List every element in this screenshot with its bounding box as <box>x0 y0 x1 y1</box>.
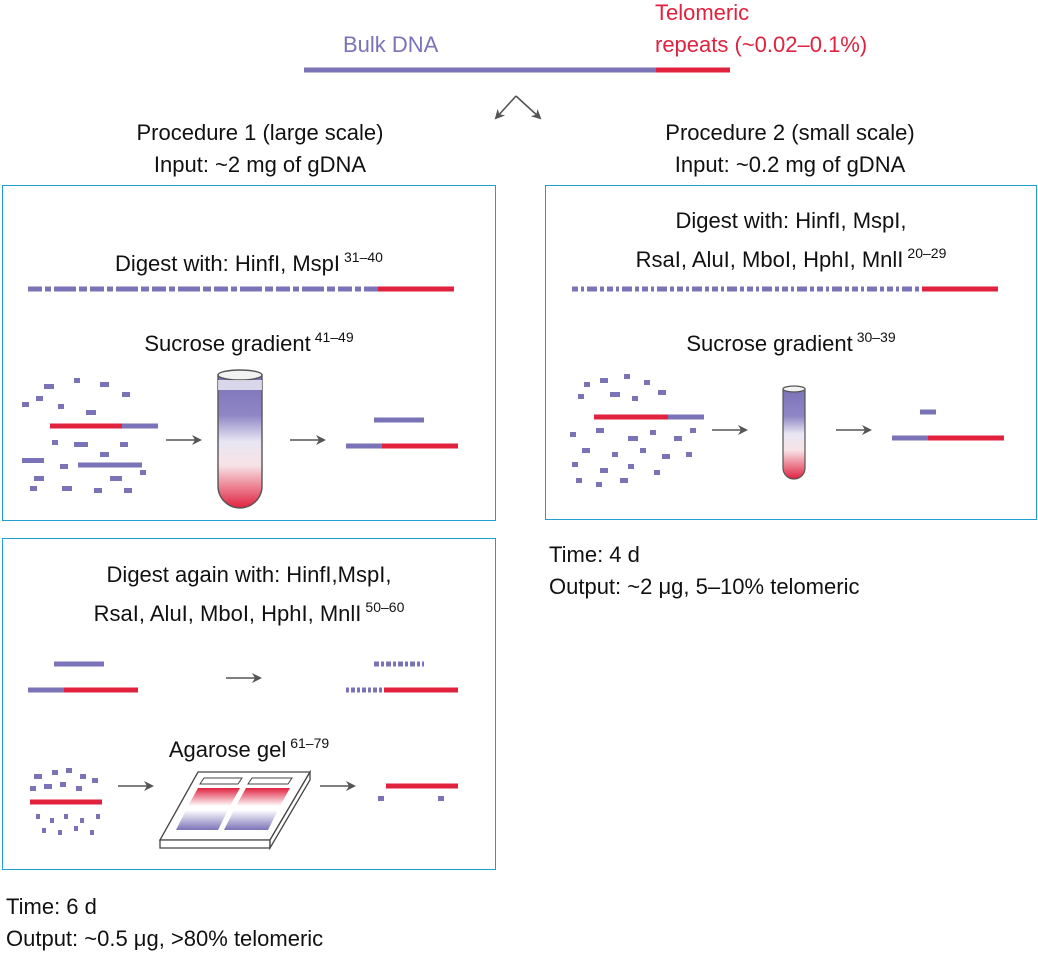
p3-output-bulk-fragment-b <box>438 796 444 801</box>
p3-agarose-gel <box>158 769 312 851</box>
telomeric-label-line2: repeats (~0.02–0.1%) <box>655 32 868 57</box>
procedure1-panel-second-stage <box>2 538 496 870</box>
p1-fragment-cloud <box>22 378 146 493</box>
p3-digest-again-ref: 50–60 <box>365 599 405 615</box>
p3-output-bulk-fragment-a <box>378 796 384 801</box>
procedure2-panel <box>545 185 1037 520</box>
procedure2-output: Output: ~2 μg, 5–10% telomeric <box>549 574 860 599</box>
bulk-dna-label: Bulk DNA <box>343 32 439 57</box>
p2-sucrose-tube <box>782 385 806 480</box>
p2-fragment-cloud <box>570 374 696 487</box>
p2-digest-ref: 20–29 <box>907 245 947 261</box>
split-arrows-icon <box>494 95 542 120</box>
p3-fragment-cloud <box>30 768 100 835</box>
procedure1-panel-first-stage <box>2 185 496 521</box>
p1-sucrose-ref: 41–49 <box>314 329 354 345</box>
procedure1-time: Time: 6 d <box>6 894 97 919</box>
p3-agarose-ref: 61–79 <box>290 735 330 751</box>
p3-digest-again-label-line1: Digest again with: HinfI,MspI, <box>106 562 392 587</box>
procedure2-time: Time: 4 d <box>549 542 640 567</box>
p1-digest-ref: 31–40 <box>344 249 383 265</box>
procedure2-input: Input: ~0.2 mg of gDNA <box>674 152 906 177</box>
procedure1-title: Procedure 1 (large scale) <box>136 120 384 145</box>
p2-digest-label-line1: Digest with: HinfI, MspI, <box>675 208 907 233</box>
p1-sucrose-tube <box>217 369 263 509</box>
procedure2-title: Procedure 2 (small scale) <box>665 120 915 145</box>
procedure1-input: Input: ~2 mg of gDNA <box>153 152 367 177</box>
telomeric-label-line1: Telomeric <box>655 0 750 25</box>
procedure1-output: Output: ~0.5 μg, >80% telomeric <box>6 926 324 951</box>
p2-sucrose-ref: 30–39 <box>856 329 896 345</box>
